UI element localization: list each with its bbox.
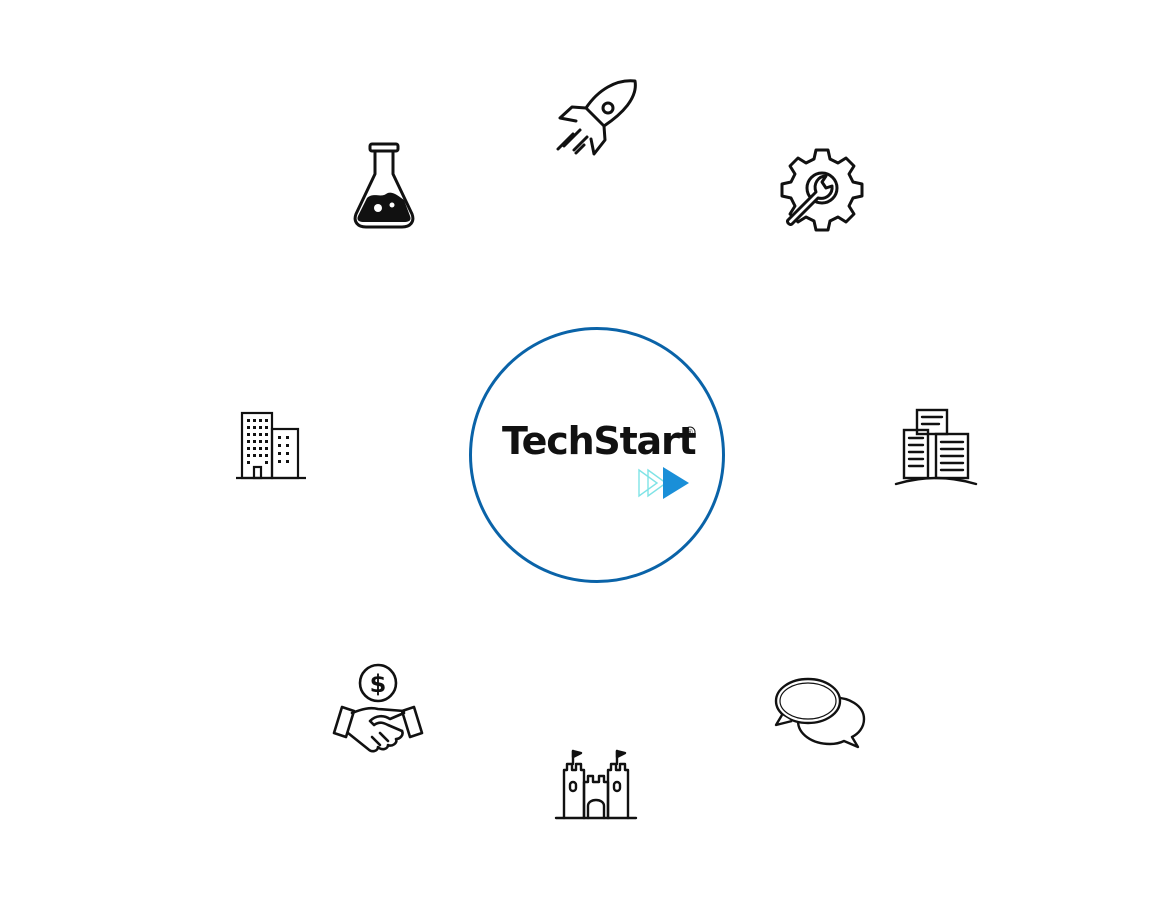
- chat-bubbles-icon: [774, 677, 866, 749]
- gear-wrench-icon: [780, 148, 864, 232]
- office-buildings-icon: [894, 408, 978, 486]
- svg-text:®: ®: [687, 429, 694, 437]
- brand-name: TechStart: [502, 419, 697, 463]
- flask-icon: [353, 142, 415, 229]
- registered-mark-icon: ®: [684, 426, 696, 438]
- city-building-icon: [236, 411, 306, 480]
- double-play-icon: [638, 467, 689, 499]
- handshake-dollar-icon: $: [332, 663, 424, 753]
- rocket-icon: [556, 79, 637, 156]
- castle-icon: [554, 749, 638, 820]
- central-hub: TechStart ®: [469, 327, 725, 583]
- svg-text:$: $: [370, 670, 387, 698]
